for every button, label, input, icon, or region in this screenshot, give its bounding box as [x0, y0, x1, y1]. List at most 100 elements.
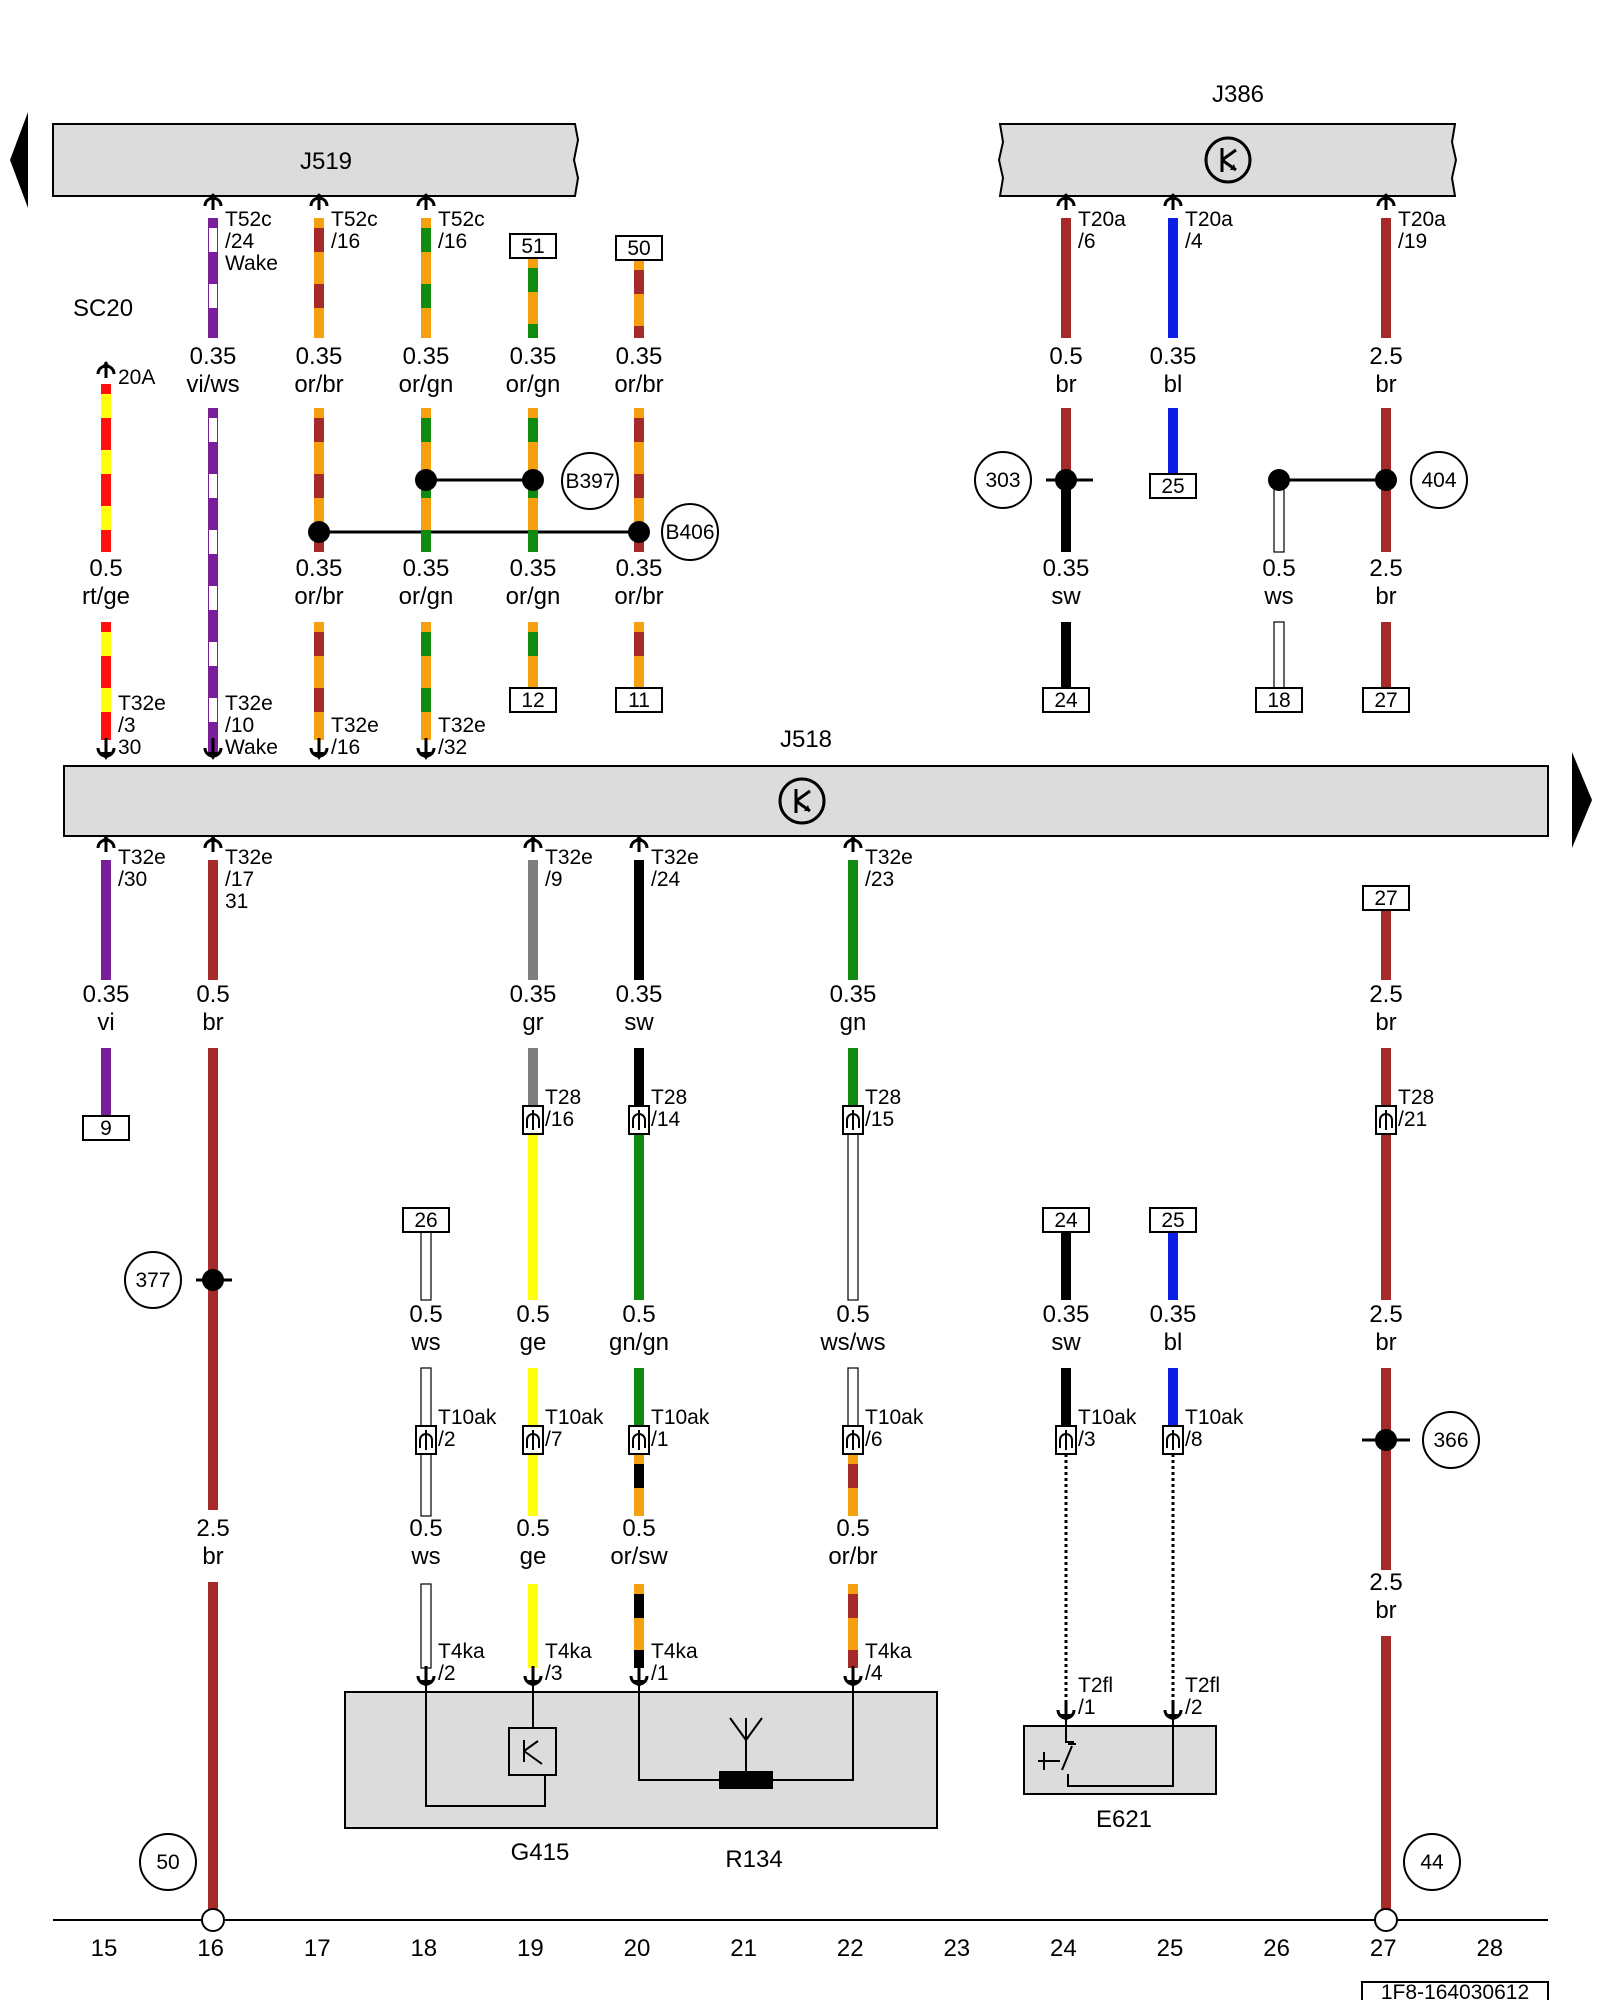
wire-size: 2.5 — [1369, 1301, 1402, 1328]
svg-text:50: 50 — [156, 1851, 179, 1874]
wire-ws — [1273, 621, 1285, 689]
wire-color: br — [1375, 371, 1396, 398]
wire-color: br — [1375, 1597, 1396, 1624]
plug-connector-icon — [415, 1425, 437, 1455]
wire-labels: 0.35 vi/ws 0.35 or/br 0.35 or/gn 0.35 or… — [82, 343, 1403, 1624]
connector-label: T28/16 — [545, 1086, 581, 1131]
terminal-icon — [96, 833, 116, 854]
ref-circle: 50 — [139, 1833, 197, 1891]
arrow-right-icon — [1572, 752, 1592, 848]
wire-size: 0.35 — [1043, 1301, 1090, 1328]
wire-ws — [847, 1133, 859, 1301]
connector-label: T10ak/1 — [651, 1406, 710, 1451]
g415-r134-unit: G415 R134 — [344, 1691, 938, 1873]
connector-label: T4ka/2 — [438, 1640, 485, 1685]
wire-size: 0.35 — [510, 981, 557, 1008]
junction-dot — [628, 521, 650, 543]
grid-number: 18 — [410, 1935, 437, 1962]
svg-text:12: 12 — [521, 689, 544, 712]
wire-color: sw — [1051, 1329, 1081, 1356]
junction-dot — [202, 1269, 224, 1291]
wire-size: 0.5 — [516, 1515, 549, 1542]
wire-size: 0.5 — [409, 1301, 442, 1328]
wire-size: 0.35 — [190, 343, 237, 370]
connector-label: T52c/16 — [438, 208, 485, 253]
wire-color: or/sw — [610, 1543, 668, 1570]
wire-size: 0.35 — [510, 555, 557, 582]
terminal-icon — [629, 1664, 649, 1690]
junction-dot — [522, 469, 544, 491]
connector-label: T52c/16 — [331, 208, 378, 253]
ref-box: 18 — [1255, 687, 1303, 713]
wire-ws — [420, 1583, 432, 1669]
connector-label: T4ka/1 — [651, 1640, 698, 1685]
grid-number: 16 — [197, 1935, 224, 1962]
sc20-label: SC20 — [73, 295, 133, 322]
ref-box: 24 — [1042, 687, 1090, 713]
svg-text:50: 50 — [627, 237, 650, 260]
plug-connector-icon — [522, 1105, 544, 1135]
svg-text:24: 24 — [1054, 1209, 1078, 1232]
ref-circle: 303 — [974, 451, 1032, 509]
ref-box: 50 — [615, 235, 663, 261]
wire-ws — [847, 1367, 859, 1427]
junction-dot — [1268, 469, 1290, 491]
connector-label: T32e/30 — [118, 846, 166, 891]
j519-label: J519 — [300, 148, 352, 175]
svg-text:9: 9 — [100, 1117, 112, 1140]
wire-color: br — [202, 1543, 223, 1570]
terminal-icon — [1163, 1698, 1183, 1724]
g415-label: G415 — [511, 1839, 570, 1866]
ref-box: 51 — [509, 233, 557, 259]
ref-box: 25 — [1149, 473, 1197, 499]
connector-label: T10ak/8 — [1185, 1406, 1244, 1451]
wire-size: 0.5 — [836, 1515, 869, 1542]
ref-circle: B406 — [661, 503, 719, 561]
reference-boxes: 51 50 12 11 25 24 18 27 27 9 26 24 25 — [82, 233, 1410, 1233]
ref-box: 27 — [1362, 885, 1410, 911]
j386-unit: J386 — [997, 81, 1458, 197]
fuse-terminal-icon — [96, 359, 116, 380]
svg-text:27: 27 — [1374, 689, 1397, 712]
grid-number: 19 — [517, 1935, 544, 1962]
ref-box: 27 — [1362, 687, 1410, 713]
plug-connector-icon — [628, 1105, 650, 1135]
wire-color: br — [202, 1009, 223, 1036]
wire-color: br — [1375, 583, 1396, 610]
svg-text:44: 44 — [1420, 1851, 1444, 1874]
svg-text:377: 377 — [135, 1269, 170, 1292]
twisted-pair — [1064, 1454, 1175, 1702]
wire-size: 0.5 — [622, 1301, 655, 1328]
plug-connector-icon — [522, 1425, 544, 1455]
ref-box: 26 — [402, 1207, 450, 1233]
plug-connector-icon — [1375, 1105, 1397, 1135]
wire-size: 0.35 — [83, 981, 130, 1008]
wire-size: 2.5 — [1369, 343, 1402, 370]
wire-color: br — [1375, 1329, 1396, 1356]
grid-number: 22 — [837, 1935, 864, 1962]
wire-size: 2.5 — [1369, 555, 1402, 582]
e621-unit: E621 — [1023, 1725, 1217, 1833]
wire-ws — [420, 1231, 432, 1301]
grid-number: 27 — [1370, 1935, 1397, 1962]
wire-size: 0.35 — [510, 343, 557, 370]
grid-number: 15 — [91, 1935, 118, 1962]
plug-connector-icon — [628, 1425, 650, 1455]
hall-sensor-icon — [508, 1727, 557, 1776]
connector-label: T10ak/3 — [1078, 1406, 1137, 1451]
svg-text:25: 25 — [1161, 1209, 1184, 1232]
connector-label: T2fl/2 — [1185, 1674, 1220, 1719]
j518-label: J518 — [780, 726, 832, 753]
svg-text:366: 366 — [1433, 1429, 1468, 1452]
wire-color: bl — [1164, 371, 1183, 398]
junction-dot — [1055, 469, 1077, 491]
connector-label: T28/21 — [1398, 1086, 1434, 1131]
ref-box: 11 — [615, 687, 663, 713]
terminal-icon — [203, 833, 223, 854]
terminal-icon — [416, 1664, 436, 1690]
wire-color: br — [1055, 371, 1076, 398]
terminal-icon — [416, 736, 436, 762]
wire-color: ge — [520, 1543, 547, 1570]
